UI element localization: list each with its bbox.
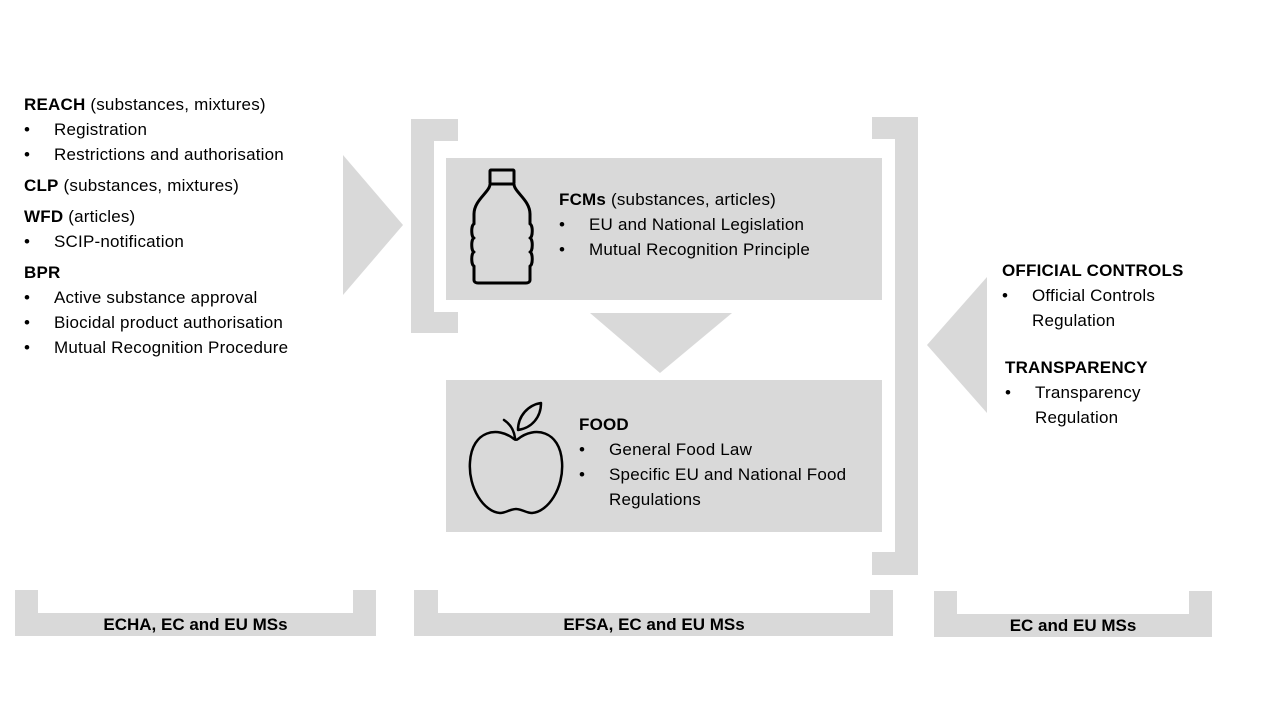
- bpr-title: BPR: [24, 263, 61, 282]
- transparency-item: Transparency: [1005, 380, 1148, 405]
- reach-qualifier: (substances, mixtures): [85, 95, 266, 114]
- left-regulations: REACH (substances, mixtures) Registratio…: [24, 92, 288, 366]
- fcm-item: EU and National Legislation: [559, 212, 810, 237]
- apple-icon: [468, 401, 564, 515]
- fcm-qualifier: (substances, articles): [606, 190, 777, 209]
- wfd-qualifier: (articles): [63, 207, 136, 226]
- bottle-icon: [470, 168, 534, 285]
- bottom-bracket-middle: [414, 590, 893, 636]
- fcm-title: FCMs: [559, 190, 607, 209]
- food-item: Specific EU and National Food: [579, 462, 846, 487]
- reach-item: Restrictions and authorisation: [24, 142, 288, 167]
- bpr-item: Active substance approval: [24, 285, 288, 310]
- fcm-item: Mutual Recognition Principle: [559, 237, 810, 262]
- official-controls-item: Official Controls: [1002, 283, 1184, 308]
- food-item-continuation: Regulations: [609, 490, 701, 509]
- right-bracket: [872, 117, 918, 575]
- transparency-title: TRANSPARENCY: [1005, 358, 1148, 377]
- echa-label: ECHA, EC and EU MSs: [103, 615, 288, 634]
- reach-item: Registration: [24, 117, 288, 142]
- food-box: FOOD General Food Law Specific EU and Na…: [446, 380, 882, 532]
- left-arrow: [343, 155, 403, 295]
- food-text: FOOD General Food Law Specific EU and Na…: [579, 412, 846, 512]
- official-controls-title: OFFICIAL CONTROLS: [1002, 261, 1184, 280]
- bpr-group: BPR Active substance approval Biocidal p…: [24, 260, 288, 360]
- clp-group: CLP (substances, mixtures): [24, 173, 288, 198]
- bpr-item: Biocidal product authorisation: [24, 310, 288, 335]
- transparency: TRANSPARENCY Transparency Regulation: [1005, 355, 1148, 430]
- bpr-item: Mutual Recognition Procedure: [24, 335, 288, 360]
- left-bracket: [411, 119, 458, 333]
- official-controls-item-continuation: Regulation: [1032, 311, 1116, 330]
- ec-label: EC and EU MSs: [1009, 616, 1137, 635]
- wfd-title: WFD: [24, 207, 64, 226]
- food-title: FOOD: [579, 415, 629, 434]
- efsa-label: EFSA, EC and EU MSs: [563, 615, 745, 634]
- official-controls: OFFICIAL CONTROLS Official Controls Regu…: [1002, 258, 1184, 333]
- wfd-item: SCIP-notification: [24, 229, 288, 254]
- bottom-bracket-left: [15, 590, 376, 636]
- fcm-text: FCMs (substances, articles) EU and Natio…: [559, 187, 810, 262]
- food-item: General Food Law: [579, 437, 846, 462]
- clp-title: CLP: [24, 176, 59, 195]
- down-arrow: [590, 313, 732, 373]
- wfd-group: WFD (articles) SCIP-notification: [24, 204, 288, 254]
- fcm-box: FCMs (substances, articles) EU and Natio…: [446, 158, 882, 300]
- right-arrow: [927, 277, 987, 413]
- transparency-item-continuation: Regulation: [1035, 408, 1119, 427]
- clp-qualifier: (substances, mixtures): [58, 176, 239, 195]
- reach-group: REACH (substances, mixtures) Registratio…: [24, 92, 288, 167]
- reach-title: REACH: [24, 95, 86, 114]
- bottom-bracket-right: [934, 591, 1212, 637]
